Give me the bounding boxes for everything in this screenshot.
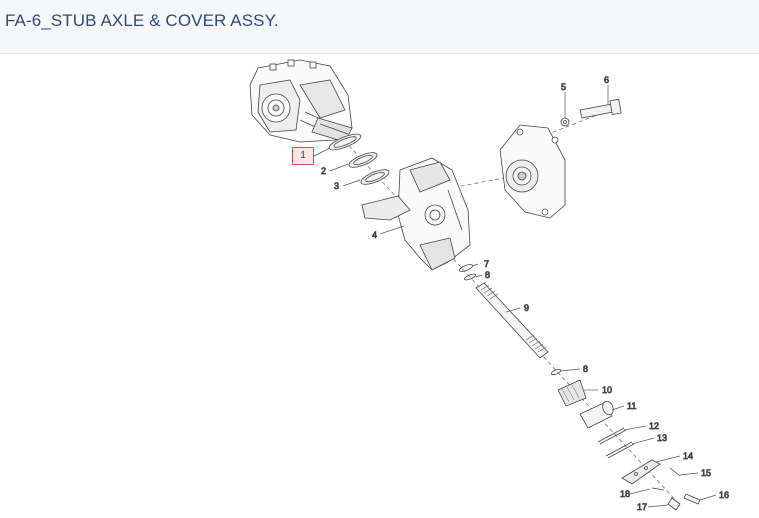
bearing-cone-part-10[interactable] xyxy=(557,379,587,407)
knuckle-housing-part-4[interactable] xyxy=(361,157,471,271)
axle-shaft-part-9[interactable] xyxy=(475,281,549,359)
callout-12: 12 xyxy=(649,421,659,431)
callout-10: 10 xyxy=(602,385,612,395)
page-header: FA-6_STUB AXLE & COVER ASSY. xyxy=(0,0,759,54)
exploded-parts-diagram: 2 3 4 5 6 7 8 9 8 10 11 12 13 14 15 16 1… xyxy=(0,55,759,518)
bolt-part-16[interactable] xyxy=(683,493,701,505)
callout-11: 11 xyxy=(627,401,636,411)
callout-8-upper: 8 xyxy=(485,270,490,280)
callout-7: 7 xyxy=(484,259,489,269)
callout-17: 17 xyxy=(637,502,647,512)
page-title: FA-6_STUB AXLE & COVER ASSY. xyxy=(5,11,279,30)
cover-assembly xyxy=(499,124,566,219)
pin-part-15[interactable] xyxy=(669,467,681,477)
callout-labels: 2 3 4 5 6 7 8 9 8 10 11 12 13 14 15 16 1… xyxy=(321,75,730,513)
ring-part-2[interactable] xyxy=(347,150,379,171)
callout-14: 14 xyxy=(683,451,693,461)
circlip-part-7[interactable] xyxy=(459,263,474,273)
callout-16: 16 xyxy=(719,490,729,500)
shim-part-12[interactable] xyxy=(597,427,627,445)
callout-15: 15 xyxy=(701,468,711,478)
callout-9: 9 xyxy=(524,303,529,313)
ring-part-3[interactable] xyxy=(359,167,391,188)
spacer-part-8-upper[interactable] xyxy=(463,273,477,281)
ring-part-1[interactable] xyxy=(327,131,362,153)
washer-part-5[interactable] xyxy=(560,117,570,127)
callout-2: 2 xyxy=(321,166,326,176)
callout-1-label: 1 xyxy=(300,150,306,161)
pin-part-18[interactable] xyxy=(651,487,665,491)
callout-8-lower: 8 xyxy=(583,364,588,374)
callout-6: 6 xyxy=(604,75,609,85)
bearing-race-part-11[interactable] xyxy=(579,400,615,429)
screw-part-17[interactable] xyxy=(667,497,681,511)
callout-1-selected[interactable]: 1 xyxy=(292,147,314,165)
callout-4: 4 xyxy=(372,230,377,240)
callout-18: 18 xyxy=(620,489,630,499)
callout-13: 13 xyxy=(657,433,667,443)
callout-3: 3 xyxy=(334,181,339,191)
leader-lines xyxy=(313,85,717,508)
bolt-part-6[interactable] xyxy=(579,98,622,119)
callout-5: 5 xyxy=(561,82,566,92)
shim-part-13[interactable] xyxy=(605,441,635,459)
housing-assembly xyxy=(249,59,353,143)
plate-part-14[interactable] xyxy=(621,459,661,485)
spacer-part-8-lower[interactable] xyxy=(550,368,562,376)
